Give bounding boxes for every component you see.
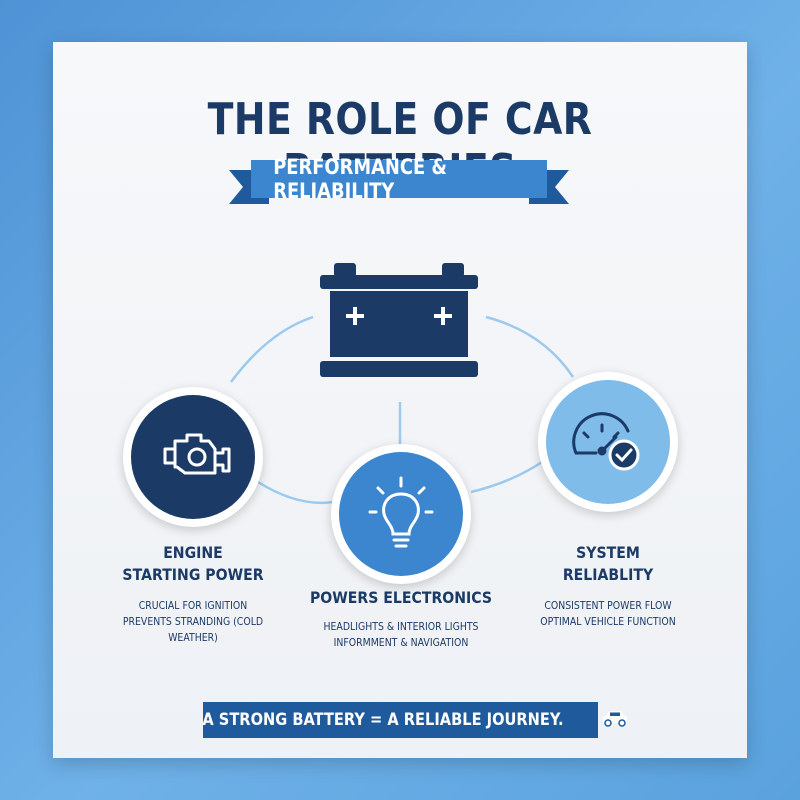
connector-lines [229, 315, 575, 504]
reliability-detail-line1: CONSISTENT POWER FLOW [544, 599, 672, 612]
footer-text: A STRONG BATTERY = A RELIABLE JOURNEY. [201, 710, 564, 730]
engine-detail-line2: PREVENTS STRANDING (COLD WEATHER) [122, 615, 264, 644]
engine-label: ENGINE STARTING POWER CRUCIAL FOR IGNITI… [83, 542, 303, 646]
light-bulb-icon [339, 452, 463, 576]
subtitle-ribbon: PERFORMANCE & RELIABILITY [229, 155, 547, 204]
connector-lower-left [257, 480, 334, 504]
connector-lower-right [470, 458, 546, 494]
footer-banner: A STRONG BATTERY = A RELIABLE JOURNEY. [201, 702, 627, 738]
engine-detail-line1: CRUCIAL FOR IGNITION [138, 599, 248, 612]
car-icon [601, 709, 629, 732]
connector-arc-left [229, 315, 314, 383]
engine-icon [131, 395, 255, 519]
reliability-detail-line2: OPTIMAL VEHICLE FUNCTION [540, 615, 676, 628]
engine-title-line2: STARTING POWER [122, 565, 264, 584]
electronics-detail-line2: INFORMMENT & NAVIGATION [333, 636, 469, 649]
reliability-title-line1: SYSTEM [576, 543, 640, 562]
electronics-label: POWERS ELECTRONICS HEADLIGHTS & INTERIOR… [291, 587, 511, 651]
infographic-card: THE ROLE OF CAR BATTERIES PERFORMANCE & … [53, 42, 747, 758]
speedometer-node [538, 372, 678, 512]
reliability-label: SYSTEM RELIABLITY CONSISTENT POWER FLOW … [498, 542, 718, 630]
electronics-detail-line1: HEADLIGHTS & INTERIOR LIGHTS [323, 620, 479, 633]
car-battery-icon [316, 257, 482, 387]
electronics-title: POWERS ELECTRONICS [309, 588, 493, 607]
subtitle-text: PERFORMANCE & RELIABILITY [273, 155, 447, 203]
reliability-title-line2: RELIABLITY [562, 565, 654, 584]
ribbon-band: PERFORMANCE & RELIABILITY [251, 155, 547, 203]
engine-title-line1: ENGINE [163, 543, 223, 562]
connector-arc-right [485, 315, 575, 378]
engine-node [123, 387, 263, 527]
speedometer-check-icon [546, 380, 670, 504]
light-bulb-node [331, 444, 471, 584]
